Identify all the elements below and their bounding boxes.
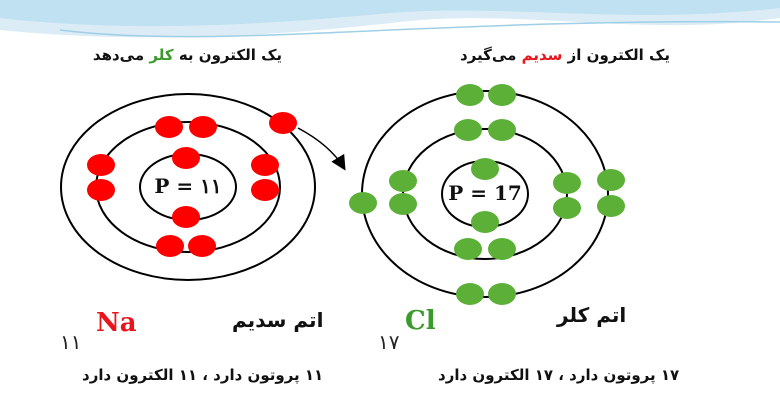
sodium-electron-6: [87, 179, 115, 201]
chlorine-symbol: Cl: [405, 306, 436, 336]
chlorine-electron-16: [456, 283, 484, 305]
sodium-electron-3: [155, 116, 183, 138]
sodium-caption-prefix: یک الکترون به: [178, 46, 283, 64]
chlorine-atom-name: اتم کلر: [557, 303, 627, 327]
chlorine-electron-5: [389, 170, 417, 192]
sodium-symbol: Na: [96, 308, 137, 338]
chlorine-electron-2: [471, 211, 499, 233]
electron-transfer-arrow: [297, 127, 346, 171]
chlorine-caption-keyword: سدیم: [521, 46, 563, 64]
sodium-proton-label: P = ۱۱: [154, 174, 222, 198]
chlorine-proton-label: P = 17: [448, 181, 522, 205]
sodium-description: ۱۱ پروتون دارد ، ۱۱ الکترون دارد: [82, 366, 324, 384]
chlorine-caption-suffix: می‌گیرد: [460, 46, 517, 64]
sodium-electron-2: [172, 206, 200, 228]
chlorine-atomic-number: ۱۷: [378, 330, 400, 354]
sodium-electron-1: [172, 147, 200, 169]
header-wave-decoration: [0, 0, 780, 38]
sodium-electron-4: [189, 116, 217, 138]
sodium-electron-9: [156, 235, 184, 257]
chlorine-electron-6: [389, 193, 417, 215]
chlorine-description: ۱۷ پروتون دارد ، ۱۷ الکترون دارد: [438, 366, 680, 384]
chlorine-electron-11: [456, 84, 484, 106]
sodium-caption-keyword: کلر: [149, 46, 174, 64]
chlorine-electron-10: [488, 238, 516, 260]
chlorine-electron-17: [488, 283, 516, 305]
chlorine-electron-3: [454, 119, 482, 141]
sodium-atom-name: اتم سدیم: [232, 308, 324, 332]
chlorine-electron-1: [471, 158, 499, 180]
chlorine-electron-12: [488, 84, 516, 106]
sodium-electron-11: [269, 112, 297, 134]
chlorine-electron-15: [597, 195, 625, 217]
chlorine-electron-13: [349, 192, 377, 214]
sodium-electron-8: [251, 179, 279, 201]
chlorine-electron-9: [454, 238, 482, 260]
chlorine-caption-prefix: یک الکترون از: [567, 46, 670, 64]
sodium-electron-10: [188, 235, 216, 257]
sodium-atomic-number: ۱۱: [60, 330, 82, 354]
chlorine-electron-8: [553, 197, 581, 219]
chlorine-electron-7: [553, 172, 581, 194]
sodium-caption: یک الکترون به کلر می‌دهد: [75, 46, 300, 64]
sodium-electron-5: [87, 154, 115, 176]
sodium-electrons: [87, 112, 297, 257]
sodium-caption-suffix: می‌دهد: [92, 46, 145, 64]
sodium-outer-shell: [60, 93, 316, 281]
chlorine-electron-14: [597, 169, 625, 191]
chlorine-electrons: [349, 84, 625, 305]
chlorine-caption: یک الکترون از سدیم می‌گیرد: [440, 46, 690, 64]
chlorine-electron-4: [488, 119, 516, 141]
sodium-electron-7: [251, 154, 279, 176]
